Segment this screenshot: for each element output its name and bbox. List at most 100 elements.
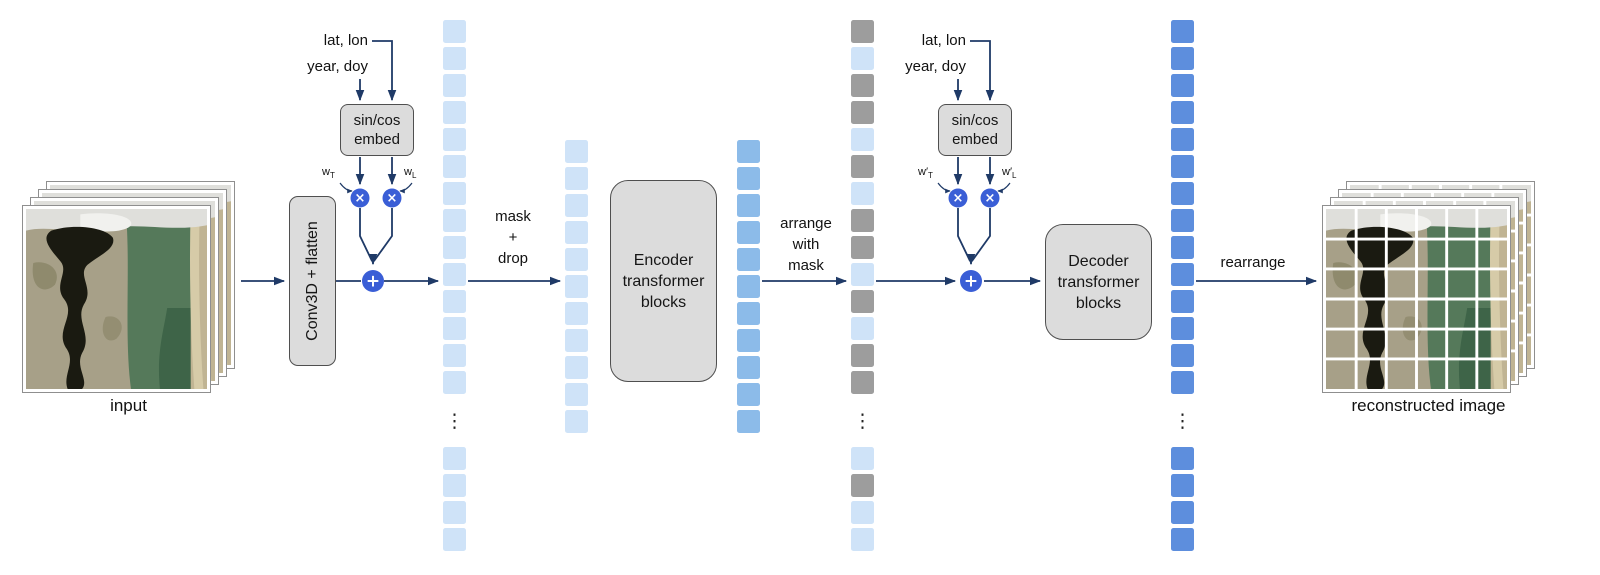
multiply-node-location-left: × bbox=[382, 188, 402, 208]
token-column-encoder-output bbox=[737, 140, 760, 437]
token-dark bbox=[1171, 371, 1194, 394]
line-multiply-t-to-add bbox=[359, 208, 373, 262]
add-node-right: + bbox=[960, 270, 982, 292]
token-light bbox=[443, 209, 466, 232]
add-circle bbox=[362, 270, 384, 292]
weight-sub: L bbox=[411, 171, 417, 181]
multiply-icon: × bbox=[355, 191, 366, 206]
weight-label-temporal-right: w′T bbox=[918, 166, 933, 180]
token-light bbox=[851, 128, 874, 151]
lat-lon-label-right: lat, lon bbox=[921, 32, 966, 49]
token-light bbox=[851, 501, 874, 524]
mask-drop-line: mask bbox=[495, 208, 531, 225]
token-light bbox=[565, 275, 588, 298]
token-dark bbox=[1171, 290, 1194, 313]
token-gray bbox=[851, 344, 874, 367]
token-light bbox=[565, 221, 588, 244]
sincos-line: embed bbox=[354, 131, 400, 148]
input-image-stack bbox=[22, 181, 235, 393]
token-gray bbox=[851, 209, 874, 232]
token-gray bbox=[851, 74, 874, 97]
decoder-line: Decoder bbox=[1068, 252, 1129, 270]
token-light bbox=[443, 474, 466, 497]
weight-base: w bbox=[322, 166, 330, 178]
arrow-latlon-to-embed bbox=[372, 40, 397, 102]
token-light bbox=[565, 302, 588, 325]
reconstructed-image-stack bbox=[1322, 181, 1535, 393]
token-light bbox=[443, 290, 466, 313]
weight-base: w bbox=[404, 166, 412, 178]
token-light bbox=[565, 194, 588, 217]
weight-base: w′ bbox=[918, 166, 929, 178]
arrow-wl-left bbox=[399, 182, 413, 194]
weight-sub: T bbox=[928, 171, 933, 181]
sincos-embed-box-right: sin/cos embed bbox=[938, 104, 1012, 156]
ellipsis: ⋮ bbox=[853, 409, 872, 432]
token-light bbox=[851, 447, 874, 470]
token-dark bbox=[1171, 47, 1194, 70]
ellipsis: ⋮ bbox=[445, 409, 464, 432]
token-gray bbox=[851, 20, 874, 43]
token-light bbox=[851, 317, 874, 340]
reconstructed-frame-front bbox=[1322, 205, 1511, 393]
add-circle bbox=[960, 270, 982, 292]
token-gray bbox=[851, 474, 874, 497]
year-doy-label-right: year, doy bbox=[905, 58, 966, 75]
rearrange-label: rearrange bbox=[1220, 254, 1286, 271]
add-node-left: + bbox=[362, 270, 384, 292]
arrange-line: mask bbox=[788, 257, 824, 274]
token-light bbox=[443, 371, 466, 394]
multiply-node-temporal-right: × bbox=[948, 188, 968, 208]
token-dark bbox=[1171, 501, 1194, 524]
arrow-latlon-to-embed bbox=[970, 40, 995, 102]
reconstructed-label: reconstructed image bbox=[1351, 396, 1506, 415]
sincos-line: sin/cos bbox=[951, 112, 999, 129]
weight-label-location-left: wL bbox=[404, 166, 416, 180]
token-light bbox=[443, 155, 466, 178]
conv3d-flatten-label: Conv3D + flatten bbox=[303, 221, 321, 341]
token-light bbox=[443, 317, 466, 340]
token-mid bbox=[737, 167, 760, 190]
year-doy-label-left: year, doy bbox=[307, 58, 368, 75]
token-mid bbox=[737, 275, 760, 298]
mask-drop-line: drop bbox=[497, 250, 529, 267]
token-column-decoder-output: ⋮ bbox=[1171, 20, 1194, 555]
line-multiply-l-to-add bbox=[971, 208, 991, 262]
multiply-circle bbox=[980, 188, 1000, 208]
token-light bbox=[565, 248, 588, 271]
token-light bbox=[443, 447, 466, 470]
token-dark bbox=[1171, 128, 1194, 151]
input-label: input bbox=[110, 396, 147, 415]
weight-mini-arrows-left bbox=[339, 182, 413, 194]
token-light bbox=[565, 383, 588, 406]
token-mid bbox=[737, 329, 760, 352]
token-light bbox=[565, 329, 588, 352]
token-light bbox=[565, 140, 588, 163]
token-light bbox=[851, 182, 874, 205]
satellite-image-gridded bbox=[1326, 209, 1507, 389]
token-mid bbox=[737, 410, 760, 433]
multiply-node-location-right: × bbox=[980, 188, 1000, 208]
token-light bbox=[443, 101, 466, 124]
token-gray bbox=[851, 236, 874, 259]
multiply-icon: × bbox=[985, 191, 996, 206]
token-light bbox=[565, 410, 588, 433]
add-icon: + bbox=[366, 272, 380, 292]
token-mid bbox=[737, 356, 760, 379]
token-light bbox=[851, 263, 874, 286]
token-gray bbox=[851, 101, 874, 124]
token-dark bbox=[1171, 101, 1194, 124]
token-mid bbox=[737, 140, 760, 163]
decoder-line: transformer bbox=[1057, 273, 1140, 291]
arrange-line: arrange bbox=[780, 215, 832, 232]
mask-drop-line: + bbox=[508, 229, 518, 246]
token-dark bbox=[1171, 474, 1194, 497]
token-light bbox=[443, 236, 466, 259]
arrange-with-mask-label: arrange with mask bbox=[766, 213, 846, 276]
arrange-line: with bbox=[792, 236, 820, 253]
multiply-node-temporal-left: × bbox=[350, 188, 370, 208]
token-mid bbox=[737, 248, 760, 271]
token-light bbox=[443, 263, 466, 286]
multiply-circle bbox=[948, 188, 968, 208]
weight-label-temporal-left: wT bbox=[322, 166, 335, 180]
